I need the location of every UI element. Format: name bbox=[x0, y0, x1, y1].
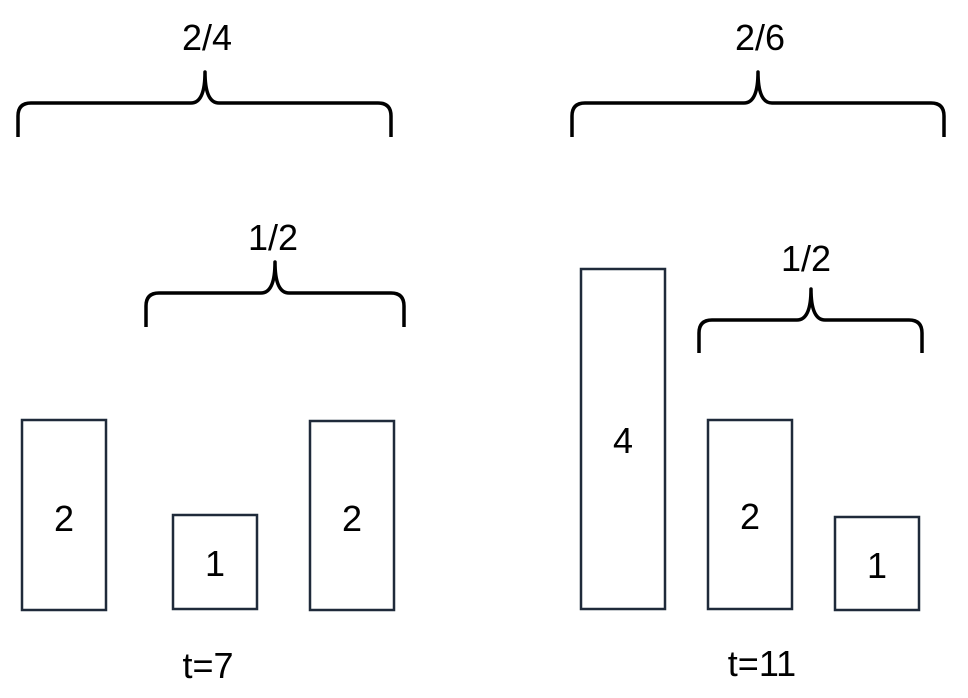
outer-brace-right bbox=[570, 70, 946, 137]
inner-brace-left bbox=[144, 260, 406, 327]
bar-right-1-value: 4 bbox=[613, 420, 633, 461]
bar-right-3 bbox=[833, 515, 921, 612]
bar-left-3 bbox=[308, 419, 396, 612]
bar-right-2-value: 2 bbox=[740, 496, 760, 537]
outer-fraction-left: 2/4 bbox=[182, 17, 232, 58]
bar-right-3-value: 1 bbox=[867, 545, 887, 586]
outer-fraction-right: 2/6 bbox=[735, 17, 785, 58]
bar-left-1 bbox=[20, 418, 108, 612]
bar-right-2 bbox=[706, 418, 794, 611]
bar-left-2-value: 1 bbox=[205, 543, 225, 584]
outer-brace-left bbox=[16, 70, 393, 137]
time-label-left: t=7 bbox=[182, 645, 233, 686]
inner-brace-right bbox=[697, 287, 924, 353]
panel-left: 2/4 1/2 2 1 2 t=7 bbox=[16, 17, 406, 686]
bar-right-1 bbox=[579, 267, 667, 611]
bar-left-2 bbox=[171, 513, 259, 611]
panel-right: 2/6 1/2 4 2 1 t=11 bbox=[570, 17, 946, 684]
inner-fraction-left: 1/2 bbox=[248, 217, 298, 258]
bar-left-3-value: 2 bbox=[342, 498, 362, 539]
bar-left-1-value: 2 bbox=[54, 498, 74, 539]
time-label-right: t=11 bbox=[728, 643, 796, 684]
inner-fraction-right: 1/2 bbox=[781, 238, 831, 279]
